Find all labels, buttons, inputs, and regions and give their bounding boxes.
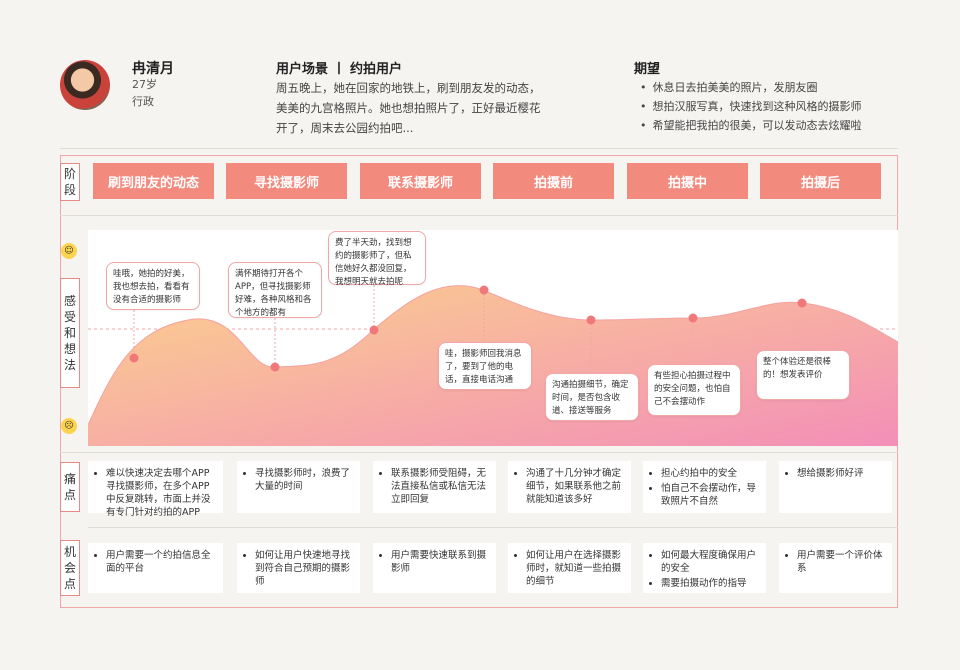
smile-face-icon: ☺ [61,243,77,259]
opportunity-card: 用户需要一个约拍信息全面的平台 [88,543,223,593]
persona-job: 行政 [132,95,154,108]
opportunity-card: 如何让用户在选择摄影师时，就知道一些拍摄的细节 [508,543,631,593]
pain-item: 沟通了十几分钟才确定细节，如果联系他之前就能知道该多好 [526,467,623,506]
persona-age: 27岁 [132,78,157,91]
stage-6: 拍摄后 [760,163,881,199]
pain-item: 想给摄影师好评 [797,467,884,480]
feeling-bubble: 哇哦，她拍的好美，我也想去拍，看看有没有合适的摄影师 [106,262,200,310]
stage-5: 拍摄中 [627,163,748,199]
pain-card: 想给摄影师好评 [779,461,892,513]
opportunity-item: 如何让用户在选择摄影师时，就知道一些拍摄的细节 [526,549,623,588]
pain-item: 寻找摄影师时，浪费了大量的时间 [255,467,352,493]
row-label-pain: 痛点 [60,462,80,512]
pain-item: 联系摄影师受阻碍，无法直接私信或私信无法立即回复 [391,467,488,506]
opportunity-card: 如何让用户快速地寻找到符合自己预期的摄影师 [237,543,360,593]
stage-2: 寻找摄影师 [226,163,347,199]
emotion-point [129,353,139,363]
feeling-bubble: 整个体验还是很棒的！想发表评价 [756,350,850,400]
row-divider [60,215,898,216]
expectation-item: 想拍汉服写真，快速找到这种风格的摄影师 [640,97,862,116]
pain-item: 难以快速决定去哪个APP寻找摄影师，在多个APP中反复跳转，市面上并没有专门针对… [106,467,215,519]
row-divider [60,452,898,453]
pain-card: 担心约拍中的安全怕自己不会摆动作，导致照片不自然 [643,461,766,513]
pain-card: 难以快速决定去哪个APP寻找摄影师，在多个APP中反复跳转，市面上并没有专门针对… [88,461,223,518]
opportunity-card: 用户需要快速联系到摄影师 [373,543,496,593]
stage-4: 拍摄前 [493,163,614,199]
emotion-point [479,285,489,295]
emotion-point [369,325,379,335]
opportunity-item: 如何最大程度确保用户的安全 [661,549,758,575]
emotion-point [797,298,807,308]
opportunity-item: 如何让用户快速地寻找到符合自己预期的摄影师 [255,549,352,588]
opportunity-item: 用户需要一个评价体系 [797,549,884,575]
header-divider [60,148,898,149]
opportunity-item: 用户需要一个约拍信息全面的平台 [106,549,215,575]
stage-3: 联系摄影师 [360,163,481,199]
expectation-item: 希望能把我拍的很美，可以发动态去炫耀啦 [640,116,862,135]
emotion-point [586,315,596,325]
pain-item: 怕自己不会摆动作，导致照片不自然 [661,482,758,508]
opportunity-item: 用户需要快速联系到摄影师 [391,549,488,575]
emotion-point [270,362,280,372]
feeling-bubble: 沟通拍摄细节，确定时间，是否包含收道、接送等服务 [545,373,639,421]
persona-name: 冉清月 [132,61,174,77]
emotion-curve-chart [87,230,899,446]
opportunity-card: 用户需要一个评价体系 [779,543,892,593]
expectations-list: 休息日去拍美美的照片，发朋友圈 想拍汉服写真，快速找到这种风格的摄影师 希望能把… [640,78,862,135]
pain-item: 担心约拍中的安全 [661,467,758,480]
expectations-title: 期望 [634,62,661,77]
expectation-item: 休息日去拍美美的照片，发朋友圈 [640,78,862,97]
emotion-curve-svg [87,285,899,446]
feeling-bubble: 满怀期待打开各个APP，但寻找摄影师好难，各种风格和各个地方的都有 [228,262,322,318]
scenario-title: 用户场景 丨 约拍用户 [276,62,403,77]
emotion-point [688,313,698,323]
pain-card: 联系摄影师受阻碍，无法直接私信或私信无法立即回复 [373,461,496,513]
row-label-feeling: 感受和想法 [60,278,80,388]
row-label-stage: 阶段 [60,163,80,201]
feeling-bubble: 哇，摄影师回我消息了，要到了他的电话，直接电话沟通 [438,342,532,390]
scenario-text: 周五晚上，她在回家的地铁上，刷到朋友发的动态，美美的九宫格照片。她也想拍照片了，… [276,81,541,135]
opportunity-item: 需要拍摄动作的指导 [661,577,758,590]
pain-card: 沟通了十几分钟才确定细节，如果联系他之前就能知道该多好 [508,461,631,513]
frown-face-icon: ☹ [61,418,77,434]
avatar [60,60,110,110]
row-divider [88,527,898,528]
row-label-opportunity: 机会点 [60,540,80,596]
opportunity-card: 如何最大程度确保用户的安全需要拍摄动作的指导 [643,543,766,593]
feeling-bubble: 费了半天劲，找到想约的摄影师了，但私信她好久都没回复，我想明天就去拍呢 [328,231,426,287]
stage-1: 刷到朋友的动态 [93,163,214,199]
emotion-line [87,285,899,426]
feeling-bubble: 有些担心拍摄过程中的安全问题，也怕自己不会摆动作 [647,364,741,416]
pain-card: 寻找摄影师时，浪费了大量的时间 [237,461,360,513]
